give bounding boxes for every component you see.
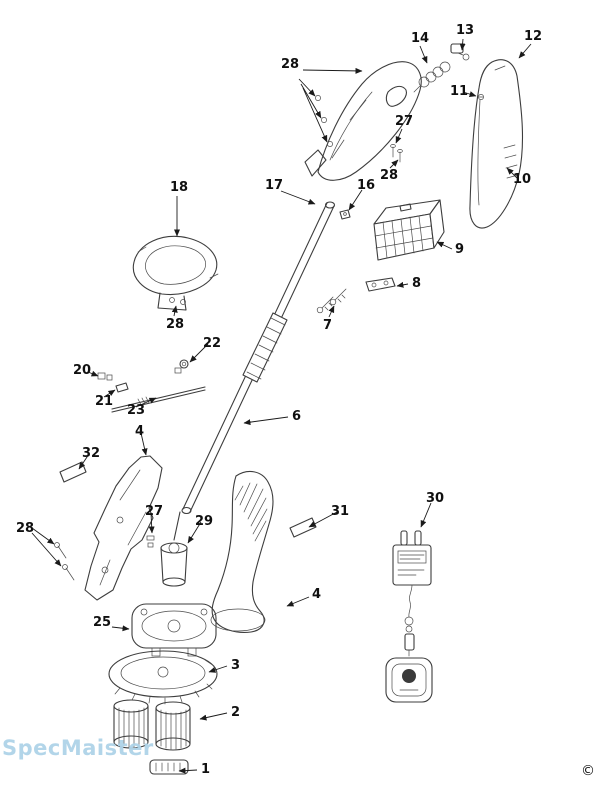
end-cap bbox=[149, 759, 189, 775]
callout-32-label: 32 bbox=[82, 446, 101, 461]
charger-adapter bbox=[392, 530, 432, 657]
callout-3-guard: 3 bbox=[231, 658, 241, 673]
callout-4-left-housing: 4 bbox=[135, 424, 145, 439]
guard bbox=[108, 650, 218, 705]
callout-28-handle-screws: 28 bbox=[281, 57, 300, 72]
callout-7-screws: 7 bbox=[323, 318, 333, 333]
spool-cup bbox=[160, 511, 188, 587]
callout-16-clamp: 16 bbox=[357, 178, 376, 193]
callout-11-screw: 11 bbox=[450, 84, 469, 99]
callout-17-shaft-top: 17 bbox=[265, 178, 284, 193]
auxiliary-handle bbox=[132, 235, 219, 311]
shaft-clamp bbox=[339, 209, 351, 220]
callout-6-shaft: 6 bbox=[292, 409, 302, 424]
callout-2-spools: 2 bbox=[231, 705, 241, 720]
spool-b bbox=[155, 701, 191, 751]
power-cord-coil bbox=[413, 61, 451, 93]
left-housing-screws bbox=[54, 542, 75, 581]
rear-handle-housing bbox=[304, 61, 422, 181]
clamp-hardware bbox=[97, 359, 206, 413]
callout-8-plate: 8 bbox=[412, 276, 422, 291]
callout-31-label: 31 bbox=[331, 504, 350, 519]
callout-9-battery: 9 bbox=[455, 242, 465, 257]
callout-14-cord: 14 bbox=[411, 31, 430, 46]
left-motor-housing bbox=[84, 455, 163, 601]
callout-21-clip: 21 bbox=[95, 394, 114, 409]
callout-10-side-housing: 10 bbox=[513, 172, 532, 187]
callout-1-cap: 1 bbox=[201, 762, 211, 777]
callout-4-right-housing: 4 bbox=[312, 587, 322, 602]
callout-27-clips: 27 bbox=[145, 504, 164, 519]
callout-25-head: 25 bbox=[93, 615, 112, 630]
label-sticker-left bbox=[59, 461, 87, 483]
cutting-head bbox=[131, 603, 217, 657]
spool-a bbox=[113, 699, 149, 749]
spool-clips bbox=[146, 535, 155, 548]
callout-23-rod: 23 bbox=[127, 403, 146, 418]
battery-pack bbox=[373, 199, 445, 261]
shaft-collar-grip bbox=[242, 312, 288, 383]
switch-assembly bbox=[450, 43, 470, 61]
right-motor-housing bbox=[210, 470, 274, 633]
charger-base bbox=[385, 657, 433, 703]
callout-28-left-screws: 28 bbox=[16, 521, 35, 536]
callout-30-charger: 30 bbox=[426, 491, 445, 506]
callout-20-clip: 20 bbox=[73, 363, 92, 378]
side-housing bbox=[469, 59, 524, 229]
callout-27-screw-top: 27 bbox=[395, 114, 414, 129]
callout-13-switch: 13 bbox=[456, 23, 475, 38]
callout-28-handle-clamp: 28 bbox=[166, 317, 185, 332]
callout-28-screw-mid: 28 bbox=[380, 168, 399, 183]
leader-lines bbox=[31, 38, 532, 774]
plate-screws bbox=[316, 288, 347, 314]
mounting-plate bbox=[365, 277, 396, 292]
housing-screws bbox=[390, 144, 403, 163]
callout-22-bolt: 22 bbox=[203, 336, 222, 351]
watermark: SpecMaister bbox=[2, 736, 154, 760]
callout-29-spool-cup: 29 bbox=[195, 514, 214, 529]
callout-18-aux-handle: 18 bbox=[170, 180, 189, 195]
label-sticker-right bbox=[289, 517, 317, 538]
callout-12-housing-top: 12 bbox=[524, 29, 543, 44]
copyright-symbol: © bbox=[581, 763, 595, 779]
